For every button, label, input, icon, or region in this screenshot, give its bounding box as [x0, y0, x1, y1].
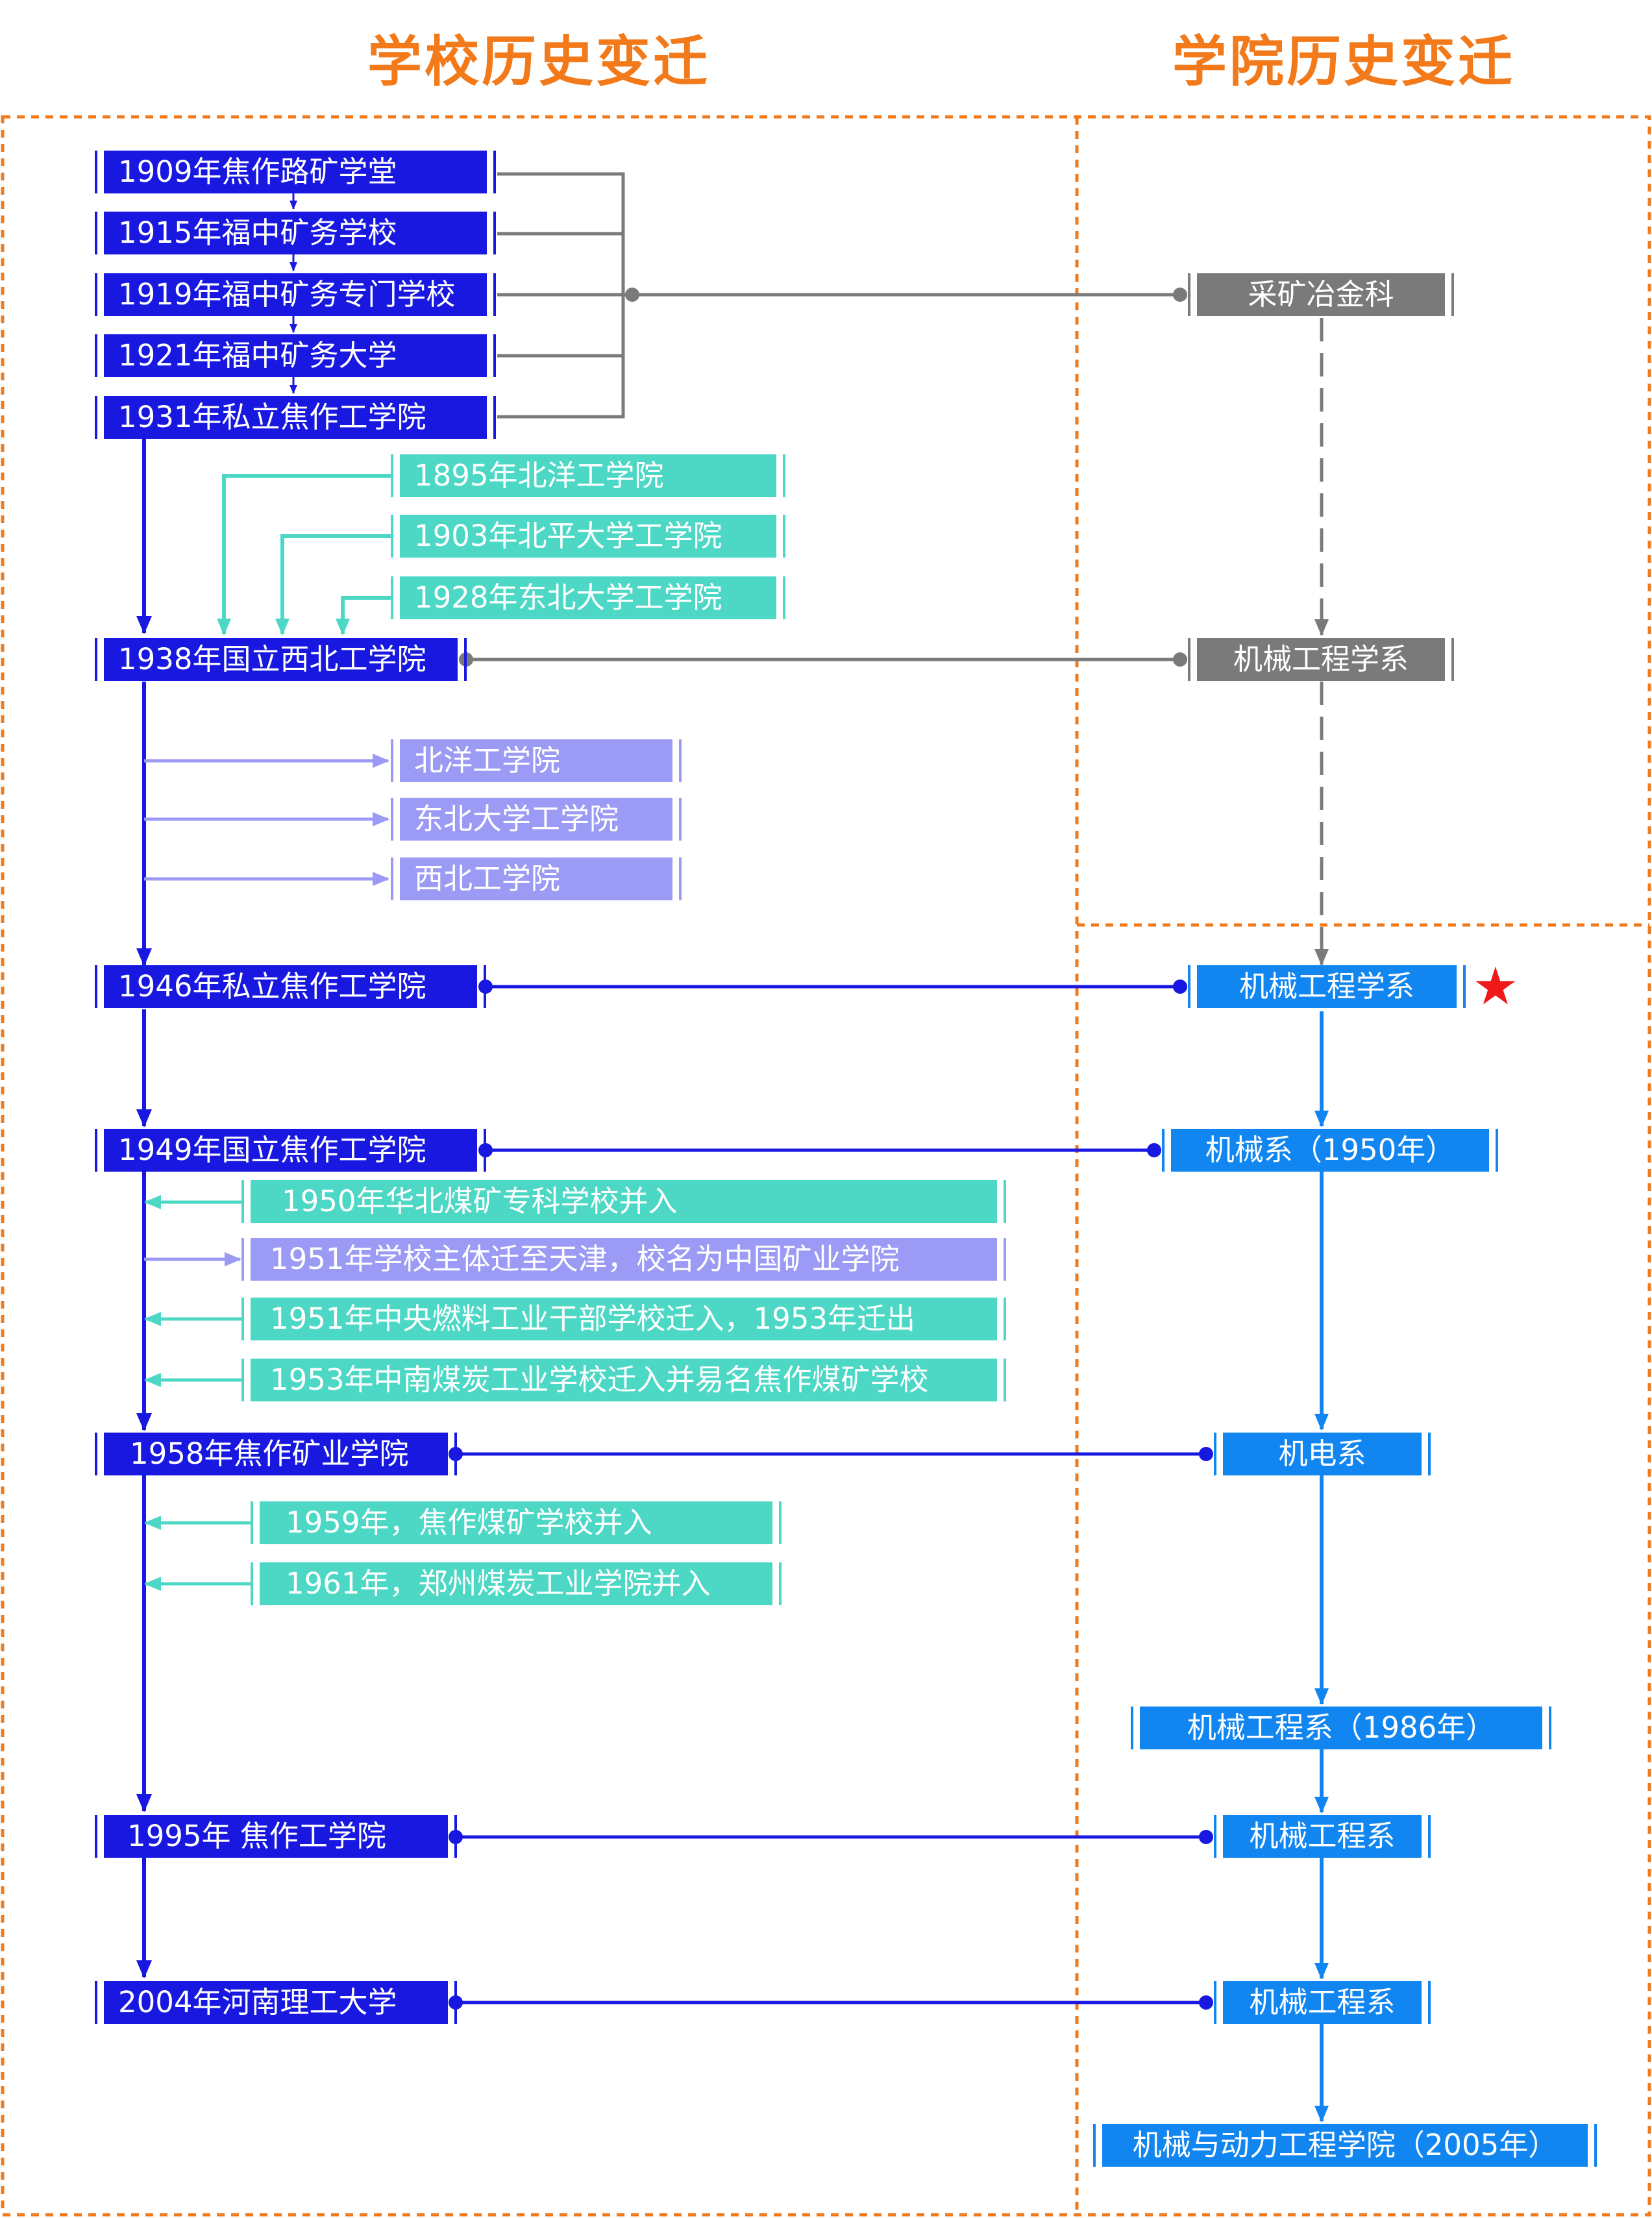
merge-1958-lines [144, 1516, 252, 1591]
split-node-tianjin: 1951年学校主体迁至天津，校名为中国矿业学院 [241, 1238, 1006, 1281]
merge-node-beiping: 1903年北平大学工学院 [391, 515, 785, 558]
split-1938-lines [144, 754, 389, 886]
college-node-jixie-1995: 机械工程系 [1214, 1815, 1431, 1858]
college-node-jixie-2004: 机械工程系 [1214, 1981, 1431, 2024]
college-node-caikuang: 采矿冶金科 [1188, 273, 1454, 316]
split-node-beiyang: 北洋工学院 [391, 739, 682, 782]
highlight-star-icon: ★ [1472, 956, 1519, 1017]
school-node-1946: 1946年私立焦作工学院 [95, 965, 486, 1008]
college-node-jixie-1938: 机械工程学系 [1188, 638, 1454, 681]
school-node-2004: 2004年河南理工大学 [95, 1981, 457, 2024]
merge-node-meikuang: 1959年，焦作煤矿学校并入 [251, 1501, 782, 1544]
merge-node-huabei: 1950年华北煤矿专科学校并入 [241, 1180, 1006, 1223]
merge-node-zhongnan: 1953年中南煤炭工业学校迁入并易名焦作煤矿学校 [241, 1359, 1006, 1401]
college-node-jidian: 机电系 [1214, 1433, 1431, 1475]
school-node-1921: 1921年福中矿务大学 [95, 334, 496, 377]
school-node-1949: 1949年国立焦作工学院 [95, 1129, 486, 1172]
school-node-1958: 1958年焦作矿业学院 [95, 1433, 457, 1475]
school-node-1919: 1919年福中矿务专门学校 [95, 273, 496, 316]
merge-1938-lines [217, 474, 393, 635]
merge-1949-lines [144, 1195, 243, 1387]
school-node-1909: 1909年焦作路矿学堂 [95, 151, 496, 193]
section-boundaries [1, 115, 1651, 2217]
school-node-1915: 1915年福中矿务学校 [95, 212, 496, 254]
split-node-xibei: 西北工学院 [391, 857, 682, 900]
merge-node-beiyang: 1895年北洋工学院 [391, 454, 785, 497]
bracket-to-caikuang [497, 172, 1180, 419]
college-history-header: 学院历史变迁 [1172, 30, 1515, 93]
split-node-dongbei: 东北大学工学院 [391, 798, 682, 841]
school-history-header: 学校历史变迁 [367, 30, 710, 93]
merge-node-ranliao: 1951年中央燃料工业干部学校迁入，1953年迁出 [241, 1298, 1006, 1340]
school-node-1995: 1995年 焦作工学院 [95, 1815, 457, 1858]
college-node-jixie-2005: 机械与动力工程学院（2005年） [1093, 2124, 1597, 2167]
college-node-jixie-1946: 机械工程学系 [1188, 965, 1466, 1008]
college-node-jixie-1950: 机械系（1950年） [1162, 1129, 1498, 1172]
school-node-1931: 1931年私立焦作工学院 [95, 396, 496, 439]
merge-node-dongbei: 1928年东北大学工学院 [391, 576, 785, 619]
college-node-jixie-1986: 机械工程系（1986年） [1131, 1707, 1551, 1749]
merge-node-zhengzhou: 1961年，郑州煤炭工业学院并入 [251, 1562, 782, 1605]
school-node-1938: 1938年国立西北工学院 [95, 638, 467, 681]
